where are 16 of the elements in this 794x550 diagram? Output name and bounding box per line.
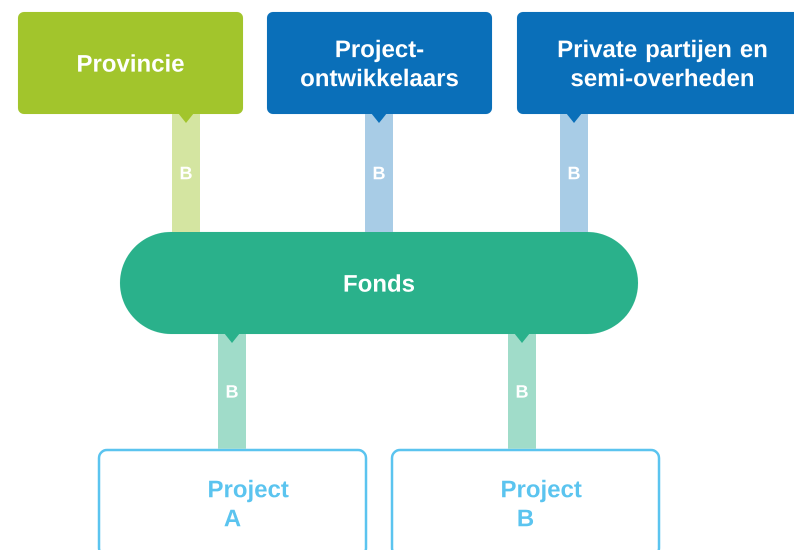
edge-label: B [566, 166, 582, 180]
arrow [365, 113, 393, 232]
edge-label: B [178, 166, 194, 180]
edge-label: B [514, 384, 530, 399]
party-box: Provincie [18, 12, 244, 114]
edge-label: B [224, 384, 240, 399]
arrow [218, 333, 246, 449]
arrow [508, 333, 536, 449]
fund-pill: Fonds [120, 232, 638, 334]
project-box: Project A [98, 448, 368, 550]
party-box: Private partijen en semi-overheden [516, 12, 794, 114]
arrow [560, 113, 588, 232]
arrow [172, 113, 200, 232]
party-box: Project-ontwikkelaars [266, 12, 492, 114]
edge-label: B [372, 166, 386, 180]
project-box: Project B [390, 448, 660, 550]
